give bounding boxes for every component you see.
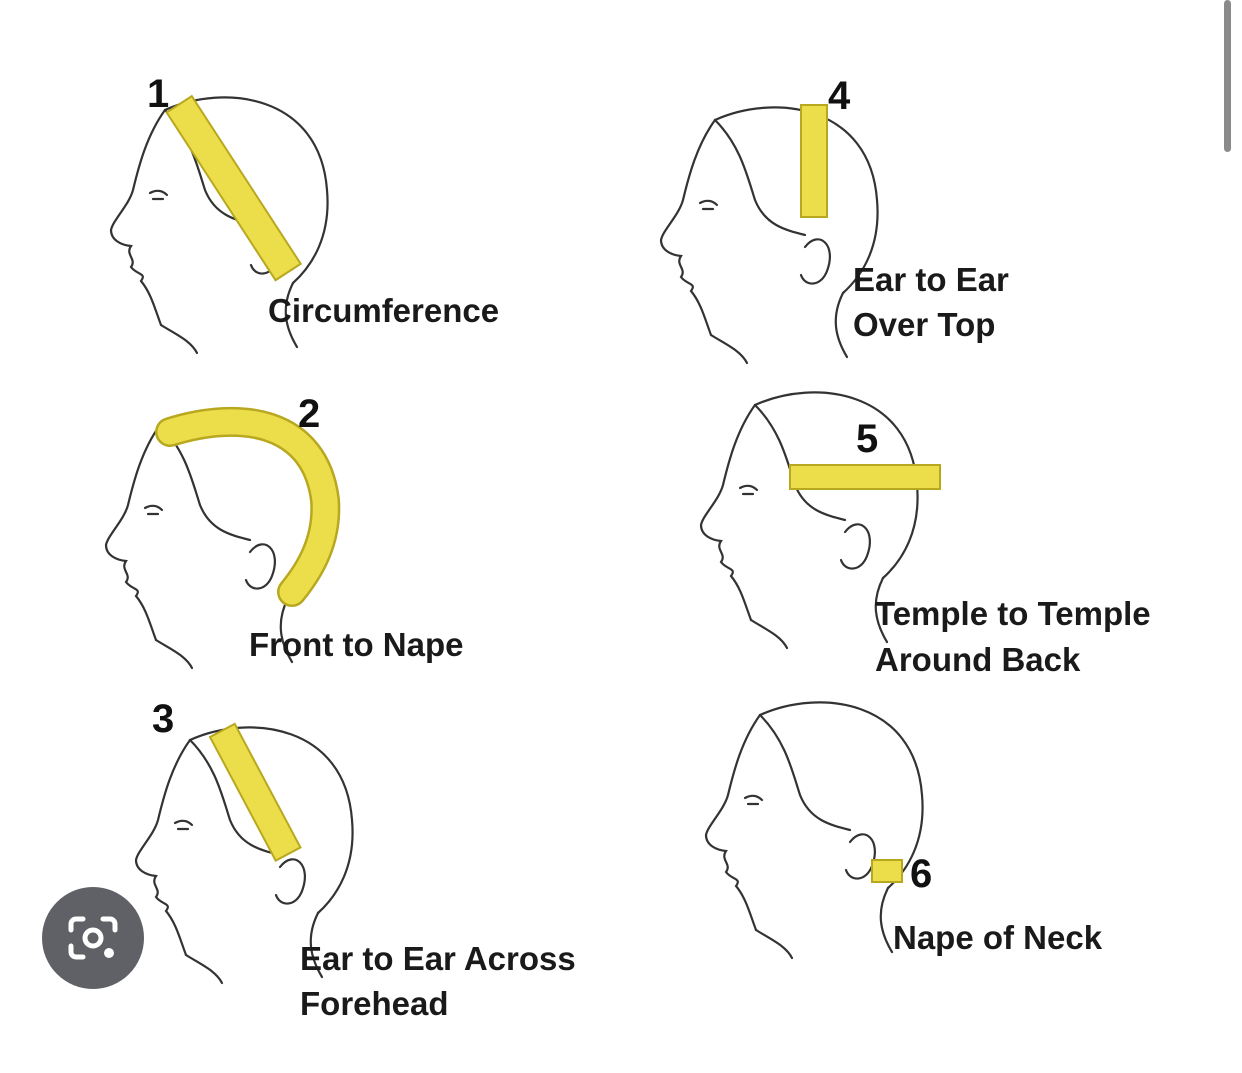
diagram-1-head [109,94,329,355]
diagram-number-1: 1 [147,72,170,116]
lens-search-button[interactable] [42,887,144,989]
tape-nape-of-neck [871,859,903,883]
diagram-label-3-line-2: Forehead [300,985,449,1022]
diagram-label-4-line-2: Over Top [853,306,996,343]
diagram-number-6: 6 [910,852,933,896]
tape-temple-to-temple [789,464,941,490]
tape-ear-to-ear-forehead [208,722,302,862]
tape-circumference [165,94,303,282]
diagram-2-head [104,406,341,670]
diagram-3-head [134,722,354,985]
diagram-label-6: Nape of Neck [893,919,1103,956]
tape-ear-to-ear-over-top [800,104,828,218]
diagram-number-3: 3 [152,697,175,741]
diagram-number-4: 4 [828,74,851,118]
diagram-number-2: 2 [298,392,321,436]
diagram-label-5-line-2: Around Back [875,641,1081,678]
diagram-label-3-line-1: Ear to Ear Across [300,940,576,977]
diagram-5-head [699,391,941,650]
diagram-number-5: 5 [856,417,879,461]
camera-search-icon [68,916,118,960]
diagram-label-5-line-1: Temple to Temple [875,595,1151,632]
diagram-label-2: Front to Nape [249,626,464,663]
diagram-label-1: Circumference [268,292,500,329]
diagram-4-head [659,104,879,365]
diagram-label-4-line-1: Ear to Ear [853,261,1009,298]
diagram-6-head [704,701,924,960]
scrollbar[interactable] [1224,0,1231,152]
tape-front-to-nape [157,409,338,605]
